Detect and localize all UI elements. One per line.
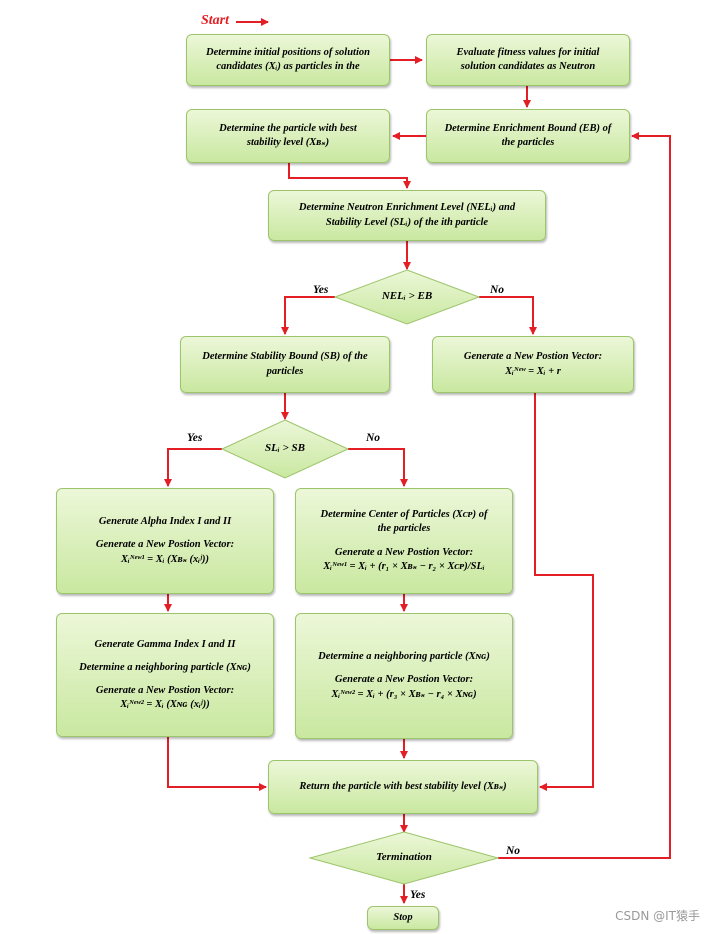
- decision-nel-eb-label: NELᵢ > EB: [381, 290, 433, 302]
- arrow-newpos-to-return: [534, 393, 594, 791]
- branch-yes-nel: Yes: [313, 284, 329, 296]
- box-text-line: Determine the particle with best: [219, 122, 357, 134]
- box-text-line: Xᵢᴺᵉʷ² = Xᵢ (Xɴɢ (xᵢʲ)): [120, 699, 210, 711]
- arrow-nel-yes: [281, 296, 335, 335]
- box-text-line: Generate a New Postion Vector:: [95, 539, 235, 551]
- box-text-line: Generate Gamma Index I and II: [94, 638, 236, 650]
- box-eval-fitness: Evaluate fitness values for initial solut…: [426, 34, 630, 86]
- box-text-line: the particles: [501, 137, 555, 148]
- box-text-line: particles: [266, 365, 304, 377]
- decision-termination-label: Termination: [376, 851, 432, 863]
- branch-no-nel: No: [490, 284, 505, 296]
- arrow-nel-no: [479, 296, 537, 335]
- branch-yes-sl: Yes: [187, 432, 203, 444]
- box-text-line: Stop: [393, 911, 413, 923]
- decision-termination-shape: [308, 831, 500, 885]
- box-neighbor-particle: Determine a neighboring particle (Xɴɢ) Ge…: [295, 613, 513, 739]
- box-text-line: Xᵢᴺᵉʷ² = Xᵢ + (r₃ × Xʙₛ − r₄ × Xɴɢ): [331, 688, 477, 700]
- box-text-line: Determine initial positions of solution: [206, 46, 370, 58]
- box-text-line: Determine Enrichment Bound (EB) of: [444, 122, 612, 134]
- watermark: CSDN @IT猿手: [615, 909, 700, 923]
- branch-no-sl: No: [366, 432, 381, 444]
- box-stop: Stop: [367, 906, 439, 930]
- arrow-sl-no: [348, 448, 408, 487]
- box-text-line: Generate a New Postion Vector:: [334, 674, 474, 686]
- box-text-line: Evaluate fitness values for initial: [456, 46, 600, 58]
- arrow-term-no-loop: [498, 132, 671, 859]
- box-text-line: candidates (Xᵢ) as particles in the: [216, 61, 360, 72]
- box-init-positions: Determine initial positions of solution c…: [186, 34, 390, 86]
- decision-nel-eb-shape: [333, 269, 481, 325]
- decision-sl-sb-label: SLᵢ > SB: [265, 442, 305, 454]
- box-best-stability: Determine the particle with best stabilit…: [186, 109, 390, 163]
- box-text-line: Generate a New Postion Vector:: [334, 546, 474, 558]
- start-label: Start: [201, 13, 230, 28]
- box-nel-sl: Determine Neutron Enrichment Level (NELᵢ…: [268, 190, 546, 241]
- box-stability-bound: Determine Stability Bound (SB) of the par…: [180, 336, 390, 393]
- box-gamma-index: Generate Gamma Index I and II Determine a…: [56, 613, 274, 737]
- box-text-line: the particles: [377, 523, 431, 535]
- box-text-line: stability level (Xʙₛ): [246, 137, 330, 148]
- box-text-line: Return the particle with best stability …: [299, 780, 507, 792]
- box-text-line: Determine a neighboring particle (Xɴɢ): [79, 661, 251, 673]
- arrow-best-to-nel: [288, 163, 411, 189]
- arrow-sl-yes: [164, 448, 222, 487]
- box-text-line: Xᵢᴺᵉʷ¹ = Xᵢ + (r₁ × Xʙₛ − r₂ × Xᴄᴘ)/SLᵢ: [323, 560, 485, 572]
- box-text-line: Xᵢᴺᵉʷ = Xᵢ + r: [505, 365, 561, 377]
- decision-sl-sb-shape: [220, 419, 350, 479]
- box-text-line: Determine Neutron Enrichment Level (NELᵢ…: [298, 202, 516, 214]
- box-return-best: Return the particle with best stability …: [268, 760, 538, 814]
- branch-yes-termination: Yes: [410, 889, 426, 901]
- box-center-particles: Determine Center of Particles (Xᴄᴘ) of th…: [295, 488, 513, 594]
- box-text-line: Generate Alpha Index I and II: [98, 516, 232, 528]
- branch-no-termination: No: [506, 845, 521, 857]
- box-new-position-r: Generate a New Postion Vector: Xᵢᴺᵉʷ = Xᵢ…: [432, 336, 634, 393]
- box-text-line: Determine Stability Bound (SB) of the: [202, 351, 368, 363]
- box-text-line: Determine a neighboring particle (Xɴɢ): [318, 651, 490, 663]
- box-text-line: Xᵢᴺᵉʷ¹ = Xᵢ (Xʙₛ (xᵢʲ)): [120, 553, 210, 565]
- box-text-line: Stability Level (SLᵢ) of the ith particl…: [325, 216, 489, 228]
- box-alpha-index: Generate Alpha Index I and II Generate a …: [56, 488, 274, 594]
- box-text-line: Determine Center of Particles (Xᴄᴘ) of: [320, 509, 488, 521]
- box-text-line: solution candidates as Neutron: [460, 61, 596, 72]
- box-text-line: Generate a New Postion Vector:: [95, 685, 235, 696]
- box-enrichment-bound: Determine Enrichment Bound (EB) of the pa…: [426, 109, 630, 163]
- arrow-gamma-to-return: [167, 737, 267, 791]
- box-text-line: Generate a New Postion Vector:: [463, 351, 603, 363]
